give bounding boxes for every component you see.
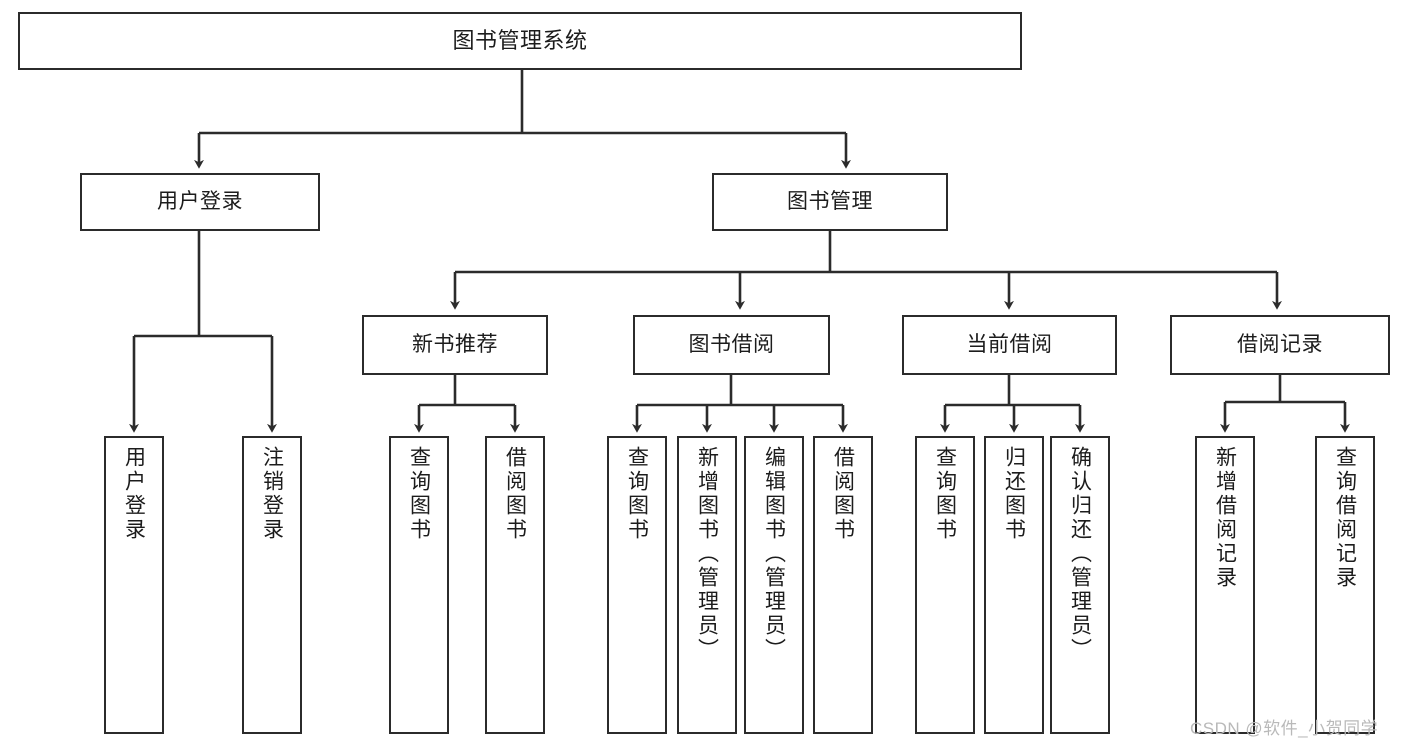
leaf-borrow-add-book-admin[interactable]: 新增图书（管理员） [677, 436, 737, 734]
leaf-borrow-borrow-book[interactable]: 借阅图书 [813, 436, 873, 734]
leaf-current-confirm-return-admin[interactable]: 确认归还（管理员） [1050, 436, 1110, 734]
leaf-record-add-borrow-record[interactable]: 新增借阅记录 [1195, 436, 1255, 734]
leaf-user-login[interactable]: 用户登录 [104, 436, 164, 734]
node-label: 图书管理 [787, 189, 873, 213]
leaf-borrow-query-book[interactable]: 查询图书 [607, 436, 667, 734]
node-label: 编辑图书（管理员） [762, 446, 786, 662]
node-label: 查询图书 [933, 446, 957, 542]
node-label: 当前借阅 [966, 332, 1053, 356]
leaf-borrow-edit-book-admin[interactable]: 编辑图书（管理员） [744, 436, 804, 734]
node-label: 用户登录 [122, 446, 146, 542]
leaf-record-query-borrow-record[interactable]: 查询借阅记录 [1315, 436, 1375, 734]
node-label: 查询图书 [625, 446, 649, 542]
node-current-borrow[interactable]: 当前借阅 [902, 315, 1117, 375]
leaf-recommend-query-book[interactable]: 查询图书 [389, 436, 449, 734]
node-label: 查询图书 [407, 446, 431, 542]
csdn-watermark: CSDN @软件_小贺同学 [1190, 719, 1379, 738]
node-label: 借阅记录 [1237, 332, 1323, 356]
node-label: 确认归还（管理员） [1068, 446, 1092, 662]
node-label: 借阅图书 [503, 446, 527, 542]
node-label: 图书借阅 [688, 332, 775, 356]
node-book-management[interactable]: 图书管理 [712, 173, 948, 231]
node-label: 新增图书（管理员） [695, 446, 719, 662]
node-label: 用户登录 [157, 189, 243, 213]
leaf-current-return-book[interactable]: 归还图书 [984, 436, 1044, 734]
node-label: 图书管理系统 [452, 28, 588, 54]
node-label: 查询借阅记录 [1333, 446, 1357, 590]
node-label: 借阅图书 [831, 446, 855, 542]
node-book-borrow[interactable]: 图书借阅 [633, 315, 830, 375]
node-label: 归还图书 [1002, 446, 1026, 542]
node-root-system[interactable]: 图书管理系统 [18, 12, 1022, 70]
node-label: 注销登录 [260, 446, 284, 542]
node-new-book-recommend[interactable]: 新书推荐 [362, 315, 548, 375]
node-user-login[interactable]: 用户登录 [80, 173, 320, 231]
leaf-logout[interactable]: 注销登录 [242, 436, 302, 734]
leaf-current-query-book[interactable]: 查询图书 [915, 436, 975, 734]
node-label: 新书推荐 [412, 332, 498, 356]
leaf-recommend-borrow-book[interactable]: 借阅图书 [485, 436, 545, 734]
node-label: 新增借阅记录 [1213, 446, 1237, 590]
node-borrow-record[interactable]: 借阅记录 [1170, 315, 1390, 375]
